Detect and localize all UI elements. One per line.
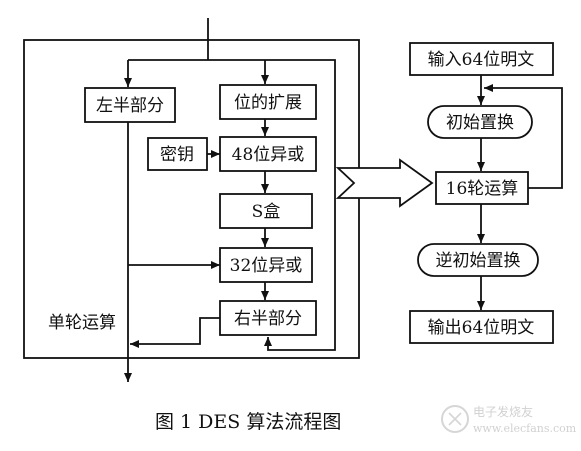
single-round-label: 单轮运算 <box>48 313 116 333</box>
watermark-logo-mark <box>448 412 462 426</box>
xor32-label: 32位异或 <box>230 256 303 276</box>
expansion-label: 位的扩展 <box>234 93 302 113</box>
watermark-brand: 电子发烧友 <box>473 404 533 419</box>
expansion-box <box>219 84 317 120</box>
key-box <box>147 137 208 171</box>
right-half-label: 右半部分 <box>234 309 302 329</box>
inverse-perm-label: 逆初始置换 <box>436 251 521 271</box>
initial-perm-box <box>427 105 533 139</box>
output-plaintext-box <box>409 310 554 344</box>
output-plaintext-label: 输出64位明文 <box>428 318 535 338</box>
des-flow: 输入64位明文 初始置换 16轮运算 逆初始置换 输出64位明文 <box>409 42 563 344</box>
key-label: 密钥 <box>160 145 194 165</box>
watermark-logo-icon <box>441 405 469 433</box>
left-half-box <box>84 87 176 123</box>
rounds16-label: 16轮运算 <box>446 179 519 199</box>
watermark-url: www.elecfans.com <box>473 422 577 435</box>
round-panel: 左半部分 位的扩展 密钥 48位异或 S盒 32位异或 右半部分 <box>23 18 360 382</box>
xor32-box <box>219 247 313 283</box>
initial-perm-label: 初始置换 <box>446 113 514 133</box>
input-plaintext-label: 输入64位明文 <box>428 50 535 70</box>
figure-caption: 图 1 DES 算法流程图 <box>155 411 341 433</box>
left-half-label: 左半部分 <box>96 96 164 116</box>
panel-to-rounds-arrow <box>335 158 434 208</box>
xor48-box <box>219 136 317 172</box>
watermark: 电子发烧友 www.elecfans.com <box>441 404 577 435</box>
xor48-label: 48位异或 <box>232 145 305 165</box>
inverse-perm-box <box>417 243 539 277</box>
sbox-label: S盒 <box>252 202 281 222</box>
input-plaintext-box <box>409 42 554 76</box>
feedback-loop-line <box>264 59 336 351</box>
right-half-to-left-output <box>130 317 220 348</box>
sbox-box <box>219 193 313 229</box>
rounds-feedback-line <box>484 84 563 189</box>
